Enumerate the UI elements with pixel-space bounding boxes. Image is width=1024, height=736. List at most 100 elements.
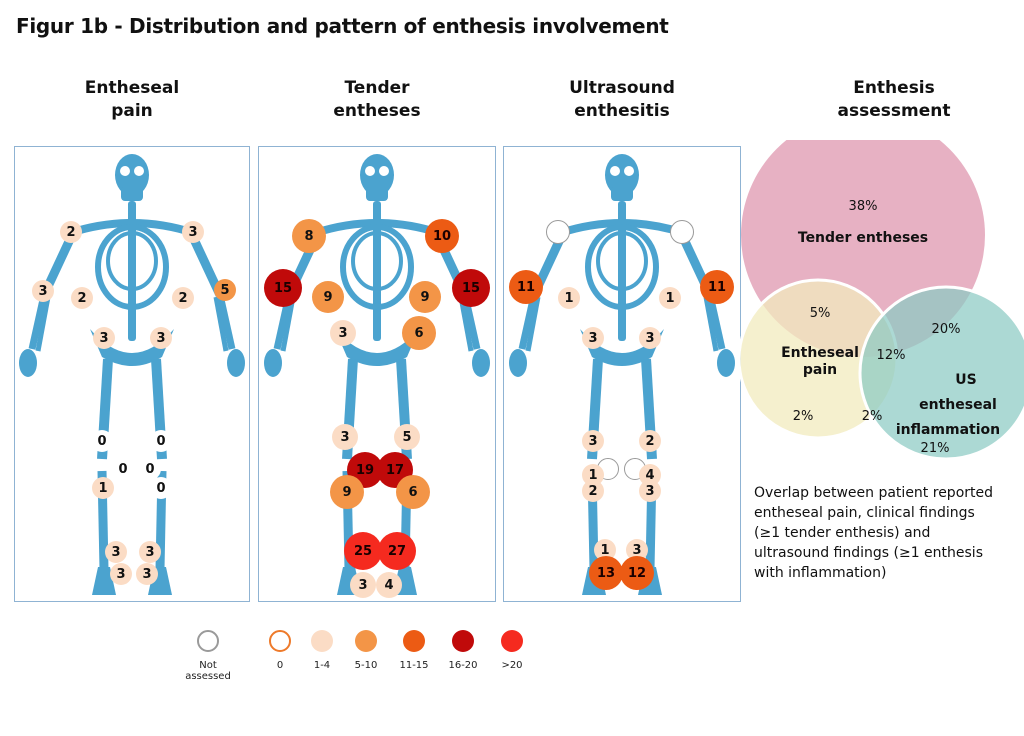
venn-caption: Overlap between patient reported enthese… xyxy=(754,485,993,581)
skull-eye xyxy=(365,166,375,176)
enthesis-marker: 11 xyxy=(509,270,543,304)
skeleton-figure xyxy=(19,154,245,595)
venn-us-label-line2: entheseal xyxy=(919,397,997,413)
venn-pain-only-pct: 2% xyxy=(792,409,814,424)
skeleton-bone xyxy=(106,231,158,291)
panel-title-line1: Entheseal xyxy=(84,78,180,98)
venn-pain-label: Entheseal pain xyxy=(768,345,872,379)
enthesis-marker: 12 xyxy=(620,556,654,590)
venn-pain-label-line2: pain xyxy=(802,362,838,378)
legend-swatch xyxy=(452,630,474,652)
skeleton-bone xyxy=(227,349,245,377)
enthesis-marker: 3 xyxy=(93,327,115,349)
skeleton-bone xyxy=(95,224,169,310)
legend-item-0: 0 xyxy=(250,630,310,671)
panel-title-ultrasound-enthesitis: Ultrasound enthesitis xyxy=(503,77,741,123)
enthesis-marker: 1 xyxy=(92,477,114,499)
enthesis-marker: 3 xyxy=(626,539,648,561)
skeleton-bone xyxy=(585,224,659,310)
enthesis-marker: 3 xyxy=(110,563,132,585)
enthesis-marker: 1 xyxy=(594,539,616,561)
venn-tender-label: Tender entheses xyxy=(797,230,929,246)
enthesis-marker: 15 xyxy=(264,269,302,307)
skeleton-bone xyxy=(351,231,403,291)
enthesis-marker: 3 xyxy=(32,280,54,302)
legend-item-5-10: 5-10 xyxy=(336,630,396,671)
skull-eye xyxy=(624,166,634,176)
enthesis-marker: 3 xyxy=(639,480,661,502)
skeleton-bone xyxy=(611,187,633,201)
enthesis-marker: 1 xyxy=(659,287,681,309)
legend-label: 0 xyxy=(276,660,284,671)
legend-swatch xyxy=(355,630,377,652)
skeleton-bone xyxy=(213,296,229,352)
skeleton-bone xyxy=(264,349,282,377)
legend-swatch xyxy=(197,630,219,652)
skeleton-bone xyxy=(525,296,541,352)
enthesis-marker: 13 xyxy=(589,556,623,590)
venn-pain-label-line1: Entheseal xyxy=(781,345,859,361)
venn-us-only-pct: 21% xyxy=(920,441,950,456)
venn-circles xyxy=(737,113,1024,461)
enthesis-marker: 2 xyxy=(71,287,93,309)
enthesis-marker: 11 xyxy=(700,270,734,304)
venn-circle-us xyxy=(858,285,1024,461)
legend-item-gt-20: >20 xyxy=(482,630,542,671)
venn-pain-us-pct: 2% xyxy=(861,409,883,424)
panel-title-line1: Ultrasound xyxy=(569,78,675,98)
venn-us-label-line3: inflammation xyxy=(895,422,1001,438)
enthesis-marker: 3 xyxy=(330,320,356,346)
enthesis-marker: 3 xyxy=(582,327,604,349)
enthesis-marker: 6 xyxy=(402,316,436,350)
legend-swatch xyxy=(403,630,425,652)
enthesis-marker: 9 xyxy=(312,281,344,313)
skeleton-bone xyxy=(366,187,388,201)
legend-swatch xyxy=(501,630,523,652)
skeleton-figure xyxy=(264,154,490,595)
legend-label: >20 xyxy=(501,660,523,671)
enthesis-marker: 6 xyxy=(396,475,430,509)
skull-eye xyxy=(610,166,620,176)
skeleton-bone xyxy=(35,296,51,352)
panel-title-entheseal-pain: Entheseal pain xyxy=(14,77,250,123)
legend-item-11-15: 11-15 xyxy=(384,630,444,671)
skull-eye xyxy=(134,166,144,176)
skeleton-bone xyxy=(717,349,735,377)
panel-title-line2: enthesitis xyxy=(574,101,670,121)
skeleton-bone xyxy=(68,219,196,237)
enthesis-marker: 0 xyxy=(150,477,172,499)
venn-title-line1: Enthesis xyxy=(853,78,935,98)
enthesis-marker: 2 xyxy=(172,287,194,309)
skeleton-bone xyxy=(605,154,639,196)
legend-label: 1-4 xyxy=(313,660,331,671)
venn-pain-tender-pct: 5% xyxy=(809,306,831,321)
skeleton-bone xyxy=(596,231,648,291)
legend-item-16-20: 16-20 xyxy=(433,630,493,671)
skeleton-bone xyxy=(518,294,538,350)
legend-swatch xyxy=(311,630,333,652)
skeleton-bone xyxy=(703,296,719,352)
enthesis-marker: 8 xyxy=(292,219,326,253)
enthesis-marker: 0 xyxy=(139,458,161,480)
venn-title-line2: assessment xyxy=(837,101,951,121)
legend-label: Not assessed xyxy=(185,660,231,682)
enthesis-marker: 3 xyxy=(332,424,358,450)
enthesis-marker: 1 xyxy=(558,287,580,309)
skeleton-bone xyxy=(458,296,474,352)
venn-us-label: US entheseal inflammation xyxy=(888,368,1008,443)
enthesis-marker xyxy=(670,220,694,244)
legend-label: 11-15 xyxy=(399,660,429,671)
skeleton-bone xyxy=(90,329,174,366)
skeleton-bone xyxy=(216,294,236,350)
enthesis-marker: 27 xyxy=(378,532,416,570)
skeleton-bone xyxy=(360,154,394,196)
venn-tender-pct: 38% xyxy=(848,199,878,214)
enthesis-marker xyxy=(546,220,570,244)
legend-label: 5-10 xyxy=(354,660,378,671)
enthesis-marker: 10 xyxy=(425,219,459,253)
enthesis-marker: 5 xyxy=(214,279,236,301)
legend-label: 16-20 xyxy=(448,660,478,671)
skeleton-figure xyxy=(509,154,735,595)
